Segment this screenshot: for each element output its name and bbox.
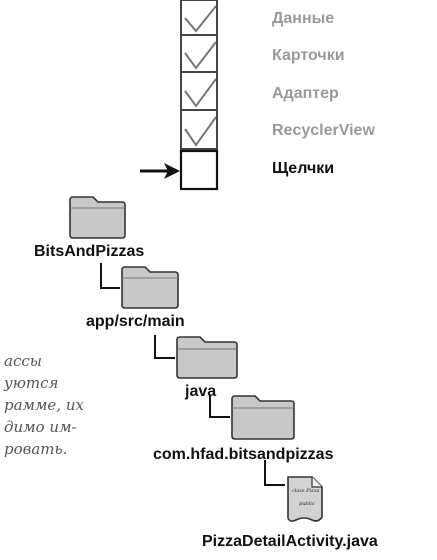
checkbox-adapter	[180, 71, 218, 111]
file-label: PizzaDetailActivity.java	[202, 533, 378, 550]
step-label-adapter: Адаптер	[272, 85, 339, 102]
step-label-recyclerview: RecyclerView	[272, 122, 375, 139]
folder-label-main: app/src/main	[86, 313, 185, 330]
check-icon	[184, 78, 217, 108]
note-line: димо им-	[4, 418, 77, 436]
arrow-head-icon	[164, 163, 180, 179]
note-line: уются	[4, 374, 59, 392]
folder-icon	[121, 266, 179, 309]
note-line: ровать.	[4, 440, 68, 458]
folder-label-root: BitsAndPizzas	[34, 243, 145, 260]
folder-label-java: java	[185, 383, 217, 400]
tree-connector	[100, 263, 120, 289]
java-file-icon: class Pizza public	[287, 476, 323, 522]
checkbox-data	[180, 0, 218, 36]
tree-connector	[264, 460, 285, 486]
check-icon	[184, 5, 217, 33]
step-label-clicks: Щелчки	[272, 160, 335, 177]
tree-connector	[209, 395, 230, 418]
step-label-cards: Карточки	[272, 47, 345, 64]
svg-text:public: public	[299, 501, 315, 507]
note-line: рамме, их	[4, 396, 84, 414]
checkbox-clicks	[179, 149, 219, 191]
svg-text:class Pizza: class Pizza	[292, 488, 319, 494]
folder-icon	[69, 196, 126, 239]
handwritten-note: ассы уются рамме, их димо им- ровать.	[0, 350, 110, 460]
note-line: ассы	[4, 352, 42, 370]
check-icon	[184, 116, 217, 147]
check-icon	[184, 41, 217, 70]
step-label-data: Данные	[272, 10, 335, 27]
checklist-boxes	[140, 0, 219, 191]
folder-tree: class Pizza public	[69, 196, 323, 522]
folder-label-package: com.hfad.bitsandpizzas	[153, 446, 334, 463]
folder-icon	[231, 395, 295, 440]
folder-icon	[176, 336, 238, 379]
tree-connector	[154, 335, 175, 359]
